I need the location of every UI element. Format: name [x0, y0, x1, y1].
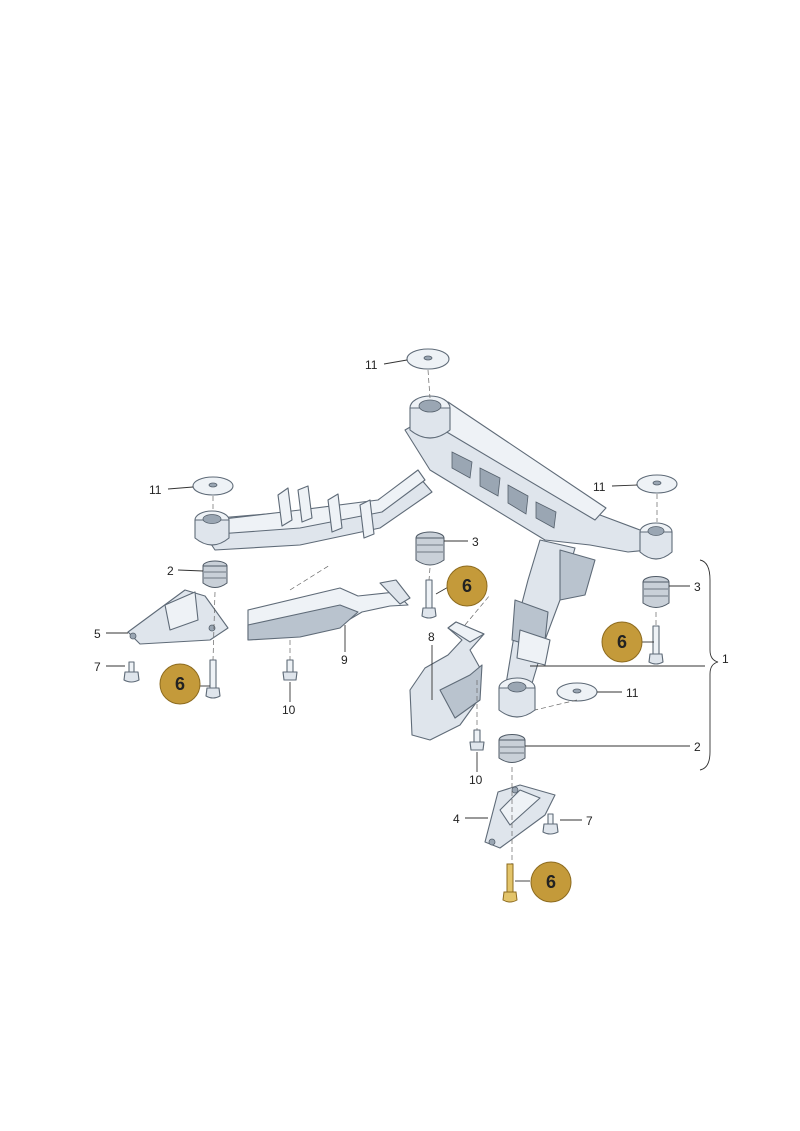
callout-11-lower: 11 — [626, 686, 639, 700]
rear-subframe — [194, 395, 673, 718]
callout-2-lower: 2 — [694, 740, 701, 754]
callout-5: 5 — [94, 627, 101, 641]
bushing-2-left — [202, 560, 228, 588]
callout-10-left: 10 — [282, 703, 296, 717]
callout-4: 4 — [453, 812, 460, 826]
bracket-5 — [127, 589, 229, 645]
callout-labels: 11 11 11 11 2 2 3 3 1 5 4 7 7 8 9 10 10 — [94, 358, 729, 828]
callout-2-left: 2 — [167, 564, 174, 578]
badge-6-left: 6 — [159, 663, 201, 705]
callout-7-right: 7 — [586, 814, 593, 828]
assembly-lines — [212, 369, 658, 864]
bolt-6-lower-highlighted — [502, 863, 518, 903]
svg-text:6: 6 — [175, 674, 185, 694]
bolt-7-left — [123, 661, 140, 683]
bushing-3-center — [415, 531, 445, 566]
callout-9: 9 — [341, 653, 348, 667]
callout-7-left: 7 — [94, 660, 101, 674]
callout-11-left: 11 — [149, 483, 162, 497]
callout-3-center: 3 — [472, 535, 479, 549]
bolt-6-center — [421, 579, 437, 619]
svg-text:6: 6 — [617, 632, 627, 652]
bushing-3-right — [642, 576, 670, 608]
bolt-10-left — [282, 659, 298, 681]
bracket-4 — [484, 784, 556, 849]
bolt-10-center — [469, 729, 485, 751]
badge-6-right: 6 — [601, 621, 643, 663]
callout-11-top: 11 — [365, 358, 378, 372]
badge-6-lower: 6 — [530, 861, 572, 903]
bushing-2-lower — [498, 734, 526, 763]
badge-6-center: 6 — [446, 565, 488, 607]
bracket-8 — [409, 621, 485, 741]
heat-shield-9 — [247, 579, 411, 641]
bolt-6-left — [205, 659, 221, 699]
callout-11-right: 11 — [593, 480, 606, 494]
svg-text:6: 6 — [546, 872, 556, 892]
callout-8: 8 — [428, 630, 435, 644]
bolt-6-right — [648, 625, 664, 665]
callout-1: 1 — [722, 652, 729, 666]
bolt-7-right — [542, 813, 559, 835]
callout-3-right: 3 — [694, 580, 701, 594]
callout-10-center: 10 — [469, 773, 483, 787]
svg-text:6: 6 — [462, 576, 472, 596]
